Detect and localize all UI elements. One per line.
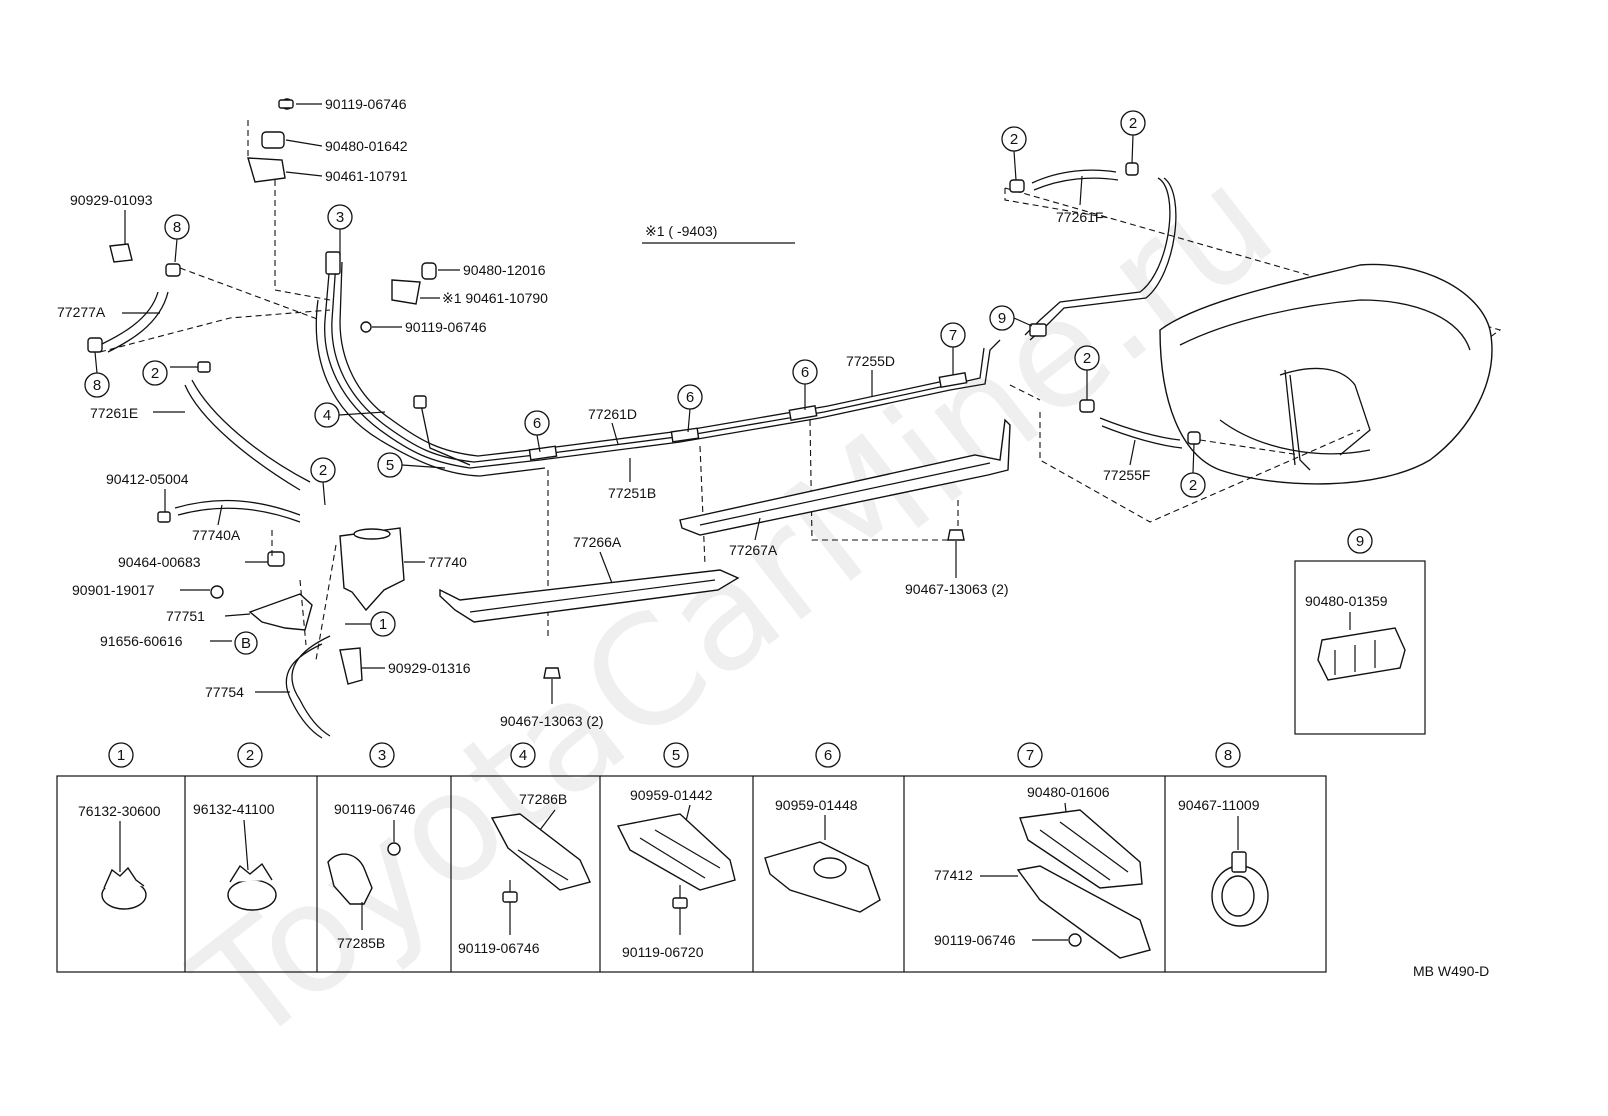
label-90119-06746-mid: 90119-06746 bbox=[405, 319, 487, 335]
label-90480-12016: 90480-12016 bbox=[463, 262, 546, 278]
main-pipe-bundle bbox=[315, 251, 1001, 477]
callout-9: 9 bbox=[998, 310, 1006, 327]
label-90467-13063-right: 90467-13063 (2) bbox=[905, 581, 1009, 597]
callout-9-box: 9 bbox=[1356, 533, 1364, 550]
callout-2-left: 2 bbox=[151, 365, 159, 382]
callout-4: 4 bbox=[323, 407, 331, 424]
label-90929-01093: 90929-01093 bbox=[70, 192, 153, 208]
label-77261D: 77261D bbox=[588, 406, 637, 422]
label-77251B: 77251B bbox=[608, 485, 656, 501]
detail-header-6: 6 bbox=[824, 747, 832, 764]
callout-2-right: 2 bbox=[1189, 477, 1197, 494]
detail-8-part: 90467-11009 bbox=[1178, 797, 1260, 813]
label-77754: 77754 bbox=[205, 684, 244, 700]
label-77266A: 77266A bbox=[573, 534, 622, 550]
label-77261F: 77261F bbox=[1056, 209, 1103, 225]
detail-3-part-bottom: 77285B bbox=[337, 935, 385, 951]
label-77267A: 77267A bbox=[729, 542, 778, 558]
callout-7: 7 bbox=[949, 327, 957, 344]
callout-2-mid: 2 bbox=[1083, 350, 1091, 367]
callout-5: 5 bbox=[386, 457, 394, 474]
detail-header-8: 8 bbox=[1224, 747, 1232, 764]
detail-header-1: 1 bbox=[117, 747, 125, 764]
label-90480-01359: 90480-01359 bbox=[1305, 593, 1388, 609]
detail-9-box bbox=[1294, 560, 1426, 735]
label-77261E: 77261E bbox=[90, 405, 138, 421]
callout-2-canister: 2 bbox=[319, 462, 327, 479]
label-77255F: 77255F bbox=[1103, 467, 1150, 483]
top-clamp-group bbox=[247, 98, 331, 301]
detail-5-part-bottom: 90119-06720 bbox=[622, 944, 704, 960]
label-90467-13063-left: 90467-13063 (2) bbox=[500, 713, 604, 729]
callout-1: 1 bbox=[379, 616, 387, 633]
canister-77740 bbox=[339, 527, 405, 612]
detail-7-part-bottom: 90119-06746 bbox=[934, 932, 1016, 948]
label-77277A: 77277A bbox=[57, 304, 106, 320]
callout-2-top-right: 2 bbox=[1129, 115, 1137, 132]
detail-6-part: 90959-01448 bbox=[775, 797, 858, 813]
label-90461-10791: 90461-10791 bbox=[325, 168, 408, 184]
detail-header-3: 3 bbox=[378, 747, 386, 764]
fuel-tank bbox=[1159, 263, 1493, 485]
detail-strip: 1 2 3 4 5 6 7 8 76132-30600 96132-41100 … bbox=[56, 742, 1327, 973]
model-note: ※1 ( -9403) bbox=[645, 223, 717, 239]
detail-5-part-top: 90959-01442 bbox=[630, 787, 713, 803]
callout-6-c: 6 bbox=[801, 364, 809, 381]
callout-b: B bbox=[241, 635, 251, 652]
label-77751: 77751 bbox=[166, 608, 205, 624]
callout-6-b: 6 bbox=[686, 389, 694, 406]
label-90412-05004: 90412-05004 bbox=[106, 471, 189, 487]
label-90461-10790: ※1 90461-10790 bbox=[442, 290, 548, 306]
detail-1-part: 76132-30600 bbox=[78, 803, 161, 819]
label-90119-06746-top: 90119-06746 bbox=[325, 96, 407, 112]
label-90901-19017: 90901-19017 bbox=[72, 582, 155, 598]
label-90464-00683: 90464-00683 bbox=[118, 554, 201, 570]
pipe-77261F-run bbox=[1024, 177, 1177, 341]
detail-header-4: 4 bbox=[519, 747, 527, 764]
callout-circles: 3 8 8 2 4 5 2 1 6 6 6 7 9 2 2 2 2 9 B bbox=[84, 110, 1373, 655]
callout-8-top: 8 bbox=[173, 219, 181, 236]
callout-6-a: 6 bbox=[533, 415, 541, 432]
detail-4-part-top: 77286B bbox=[519, 791, 567, 807]
callout-2-top-left: 2 bbox=[1010, 131, 1018, 148]
detail-4-part-bottom: 90119-06746 bbox=[458, 940, 540, 956]
detail-3-part-top: 90119-06746 bbox=[334, 801, 416, 817]
label-77255D: 77255D bbox=[846, 353, 895, 369]
callout-3: 3 bbox=[336, 209, 344, 226]
label-90480-01642: 90480-01642 bbox=[325, 138, 408, 154]
detail-2-part: 96132-41100 bbox=[193, 801, 275, 817]
page-code: MB W490-D bbox=[1413, 963, 1489, 979]
detail-7-part-mid: 77412 bbox=[934, 867, 973, 883]
detail-header-5: 5 bbox=[672, 747, 680, 764]
detail-header-7: 7 bbox=[1026, 747, 1034, 764]
label-91656-60616: 91656-60616 bbox=[100, 633, 183, 649]
clip-90480-01359 bbox=[1317, 627, 1406, 681]
label-77740: 77740 bbox=[428, 554, 467, 570]
callout-8-bottom: 8 bbox=[93, 377, 101, 394]
label-77740A: 77740A bbox=[192, 527, 241, 543]
detail-header-2: 2 bbox=[246, 747, 254, 764]
label-90929-01316: 90929-01316 bbox=[388, 660, 471, 676]
detail-7-part-top: 90480-01606 bbox=[1027, 784, 1110, 800]
bracket-77267A bbox=[679, 418, 1011, 536]
